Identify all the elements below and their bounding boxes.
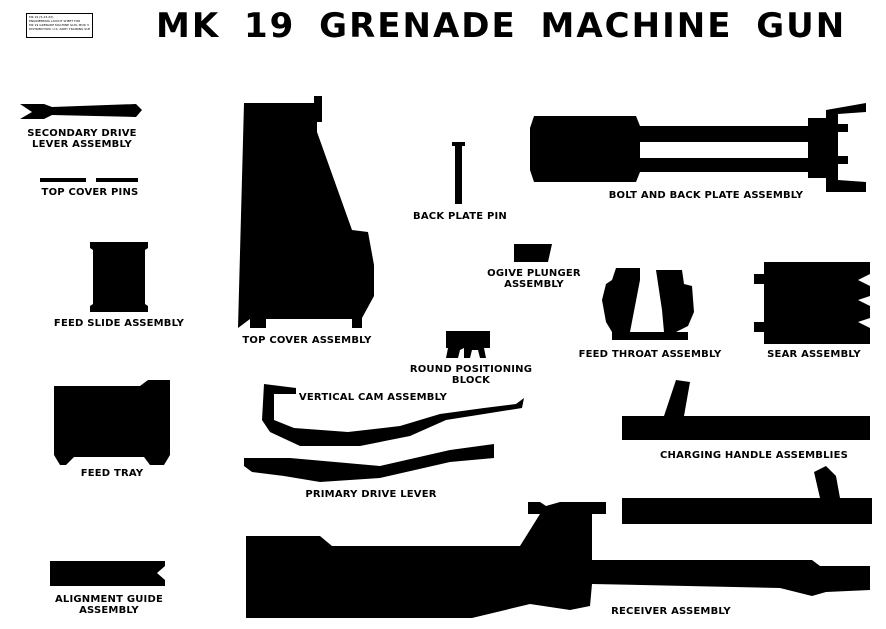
doc-label-line-1: MK 19 (5-23-XX) xyxy=(29,15,54,19)
receiver-part xyxy=(246,502,870,618)
charging-handle-label: CHARGING HANDLE ASSEMBLIES xyxy=(659,450,849,461)
top-cover-label: TOP COVER ASSEMBLY xyxy=(242,335,372,346)
vertical-cam-label: VERTICAL CAM ASSEMBLY xyxy=(298,392,448,403)
sear-part xyxy=(754,262,870,344)
feed-throat-right-part xyxy=(656,270,694,332)
vertical-cam-part xyxy=(262,384,524,446)
document-label: MK 19 (5-23-XX) ENGINEERING LAYOUT SHEET… xyxy=(26,13,93,38)
primary-drive-lever-label: PRIMARY DRIVE LEVER xyxy=(305,489,437,500)
bolt-back-plate-label: BOLT AND BACK PLATE ASSEMBLY xyxy=(608,190,804,201)
top-cover-pin-right xyxy=(96,178,138,182)
primary-drive-lever-part xyxy=(244,444,494,482)
feed-slide-label: FEED SLIDE ASSEMBLY xyxy=(53,318,185,329)
round-positioning-label: ROUND POSITIONING BLOCK xyxy=(409,364,533,386)
secondary-drive-lever-label: SECONDARY DRIVE LEVER ASSEMBLY xyxy=(27,128,137,150)
secondary-drive-lever-part xyxy=(20,104,142,119)
feed-throat-label: FEED THROAT ASSEMBLY xyxy=(578,349,722,360)
feed-slide-part xyxy=(90,242,148,312)
charging-handle-lower-part xyxy=(622,466,872,524)
feed-tray-part xyxy=(54,380,170,465)
back-plate-pin-part xyxy=(452,142,465,204)
ogive-plunger-label: OGIVE PLUNGER ASSEMBLY xyxy=(487,268,581,290)
sear-label: SEAR ASSEMBLY xyxy=(767,349,861,360)
feed-tray-label: FEED TRAY xyxy=(80,468,144,479)
receiver-label: RECEIVER ASSEMBLY xyxy=(611,606,731,617)
ogive-plunger-part xyxy=(514,244,552,262)
back-plate-pin-label: BACK PLATE PIN xyxy=(413,211,507,222)
round-positioning-block-part xyxy=(446,331,490,358)
doc-label-line-3: MK 19 GRENADE MACHINE GUN, MOD 3 xyxy=(29,23,89,27)
feed-throat-left-part xyxy=(602,268,640,332)
top-cover-pin-left xyxy=(40,178,86,182)
top-cover-pins-label: TOP COVER PINS xyxy=(41,187,139,198)
doc-label-line-2: ENGINEERING LAYOUT SHEET FOR xyxy=(29,19,81,23)
page-title: MK 19 GRENADE MACHINE GUN xyxy=(156,6,847,46)
alignment-guide-label: ALIGNMENT GUIDE ASSEMBLY xyxy=(54,594,164,616)
charging-handle-upper-part xyxy=(622,380,870,440)
top-cover-part xyxy=(238,96,374,328)
doc-label-line-4: DISTRIBUTION: U.S. ARMY TRAINING SUPPORT… xyxy=(29,27,90,31)
bolt-back-plate-part xyxy=(530,103,866,192)
feed-throat-bridge-part xyxy=(612,332,688,340)
alignment-guide-part xyxy=(50,561,165,586)
